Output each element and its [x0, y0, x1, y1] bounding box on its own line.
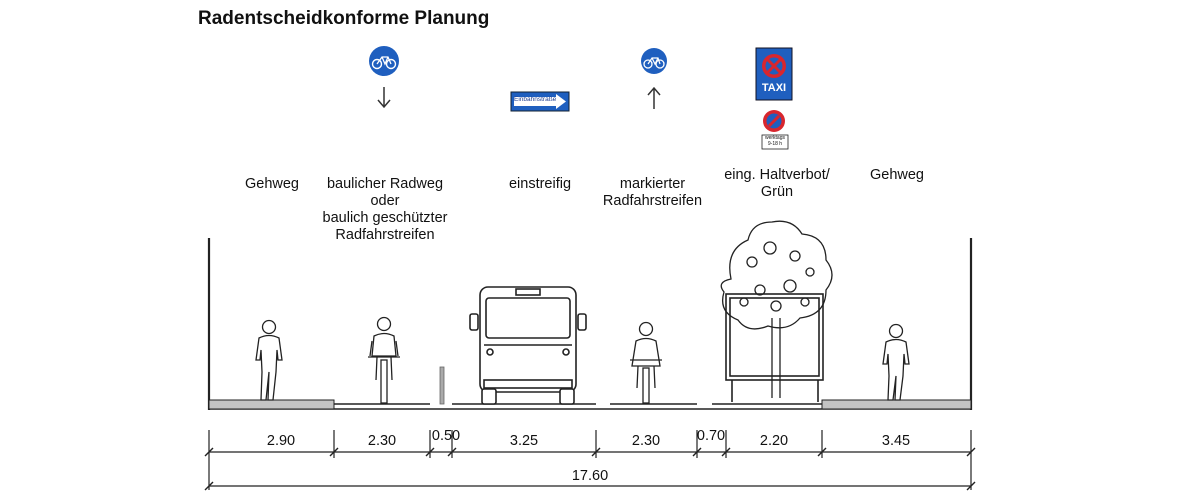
dimension-value: 3.45: [881, 433, 911, 449]
dimension-value: 0.70: [696, 428, 726, 444]
label-haltverbot-gruen: eing. Haltverbot/ Grün: [724, 167, 830, 200]
taxi-halteverbot-sign-icon: [755, 47, 793, 101]
dimension-ticks: [204, 447, 976, 491]
label-einstreifig: einstreifig: [508, 176, 572, 192]
dimension-total: 17.60: [571, 468, 609, 484]
cyclist-left-icon: [368, 316, 400, 404]
zusatzzeichen-icon: [761, 134, 789, 150]
einbahnstrasse-sign-icon: [510, 91, 570, 112]
bicycle-sign-icon: [641, 48, 667, 74]
planter-frame: [725, 293, 824, 402]
diagram-title: Radentscheidkonforme Planung: [198, 8, 490, 29]
label-gehweg-right: Gehweg: [869, 167, 924, 183]
arrow-down-icon: [377, 87, 391, 109]
pedestrian-right-icon: [882, 323, 910, 401]
cyclist-right-icon: [630, 321, 662, 404]
dimension-value: 0.50: [431, 428, 461, 444]
label-gehweg-left: Gehweg: [244, 176, 299, 192]
dimension-value: 2.30: [631, 433, 661, 449]
dimension-value: 2.20: [759, 433, 789, 449]
ground-surface: [208, 399, 972, 410]
taxi-text: TAXI: [761, 82, 787, 94]
bicycle-sign-icon: [369, 46, 399, 76]
arrow-up-icon: [647, 86, 661, 109]
pedestrian-left-icon: [255, 319, 283, 401]
bus-front-icon: [469, 286, 587, 405]
dimension-value: 3.25: [509, 433, 539, 449]
halteverbot-sign-icon: [763, 110, 785, 132]
label-radweg: baulicher Radweg oder baulich geschützte…: [322, 176, 448, 243]
dimension-lines: [208, 430, 972, 490]
dimension-value: 2.90: [266, 433, 296, 449]
dimension-value: 2.30: [367, 433, 397, 449]
einbahnstrasse-text: Einbahnstraße: [514, 96, 557, 103]
label-markierter-radfahrstreifen: markierter Radfahrstreifen: [602, 176, 703, 209]
bollard-icon: [439, 366, 445, 405]
tree-icon: [720, 220, 833, 398]
zusatzzeichen-text: werktags 9-18 h: [764, 135, 785, 147]
section-walls: [207, 238, 973, 410]
